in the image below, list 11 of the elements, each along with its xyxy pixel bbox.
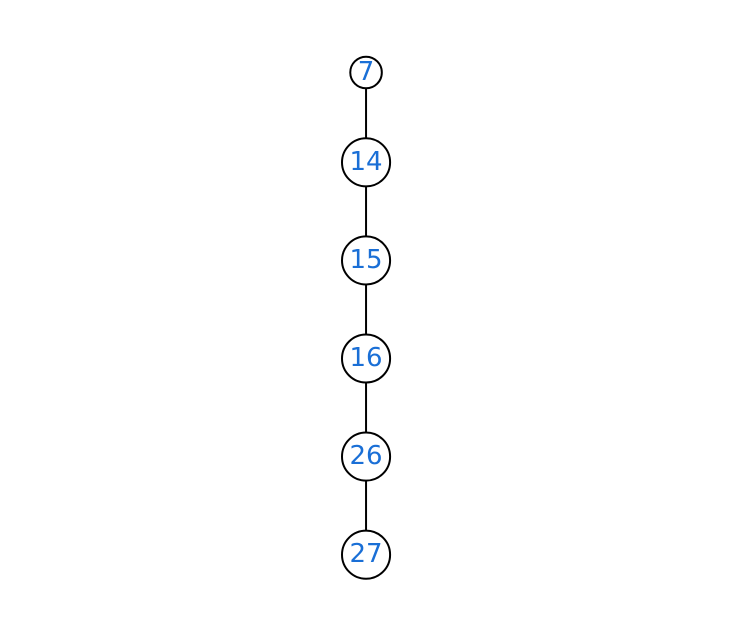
node-circle: 15: [340, 236, 392, 286]
node-circle: 27: [340, 530, 392, 580]
connector: [365, 382, 367, 433]
connector: [365, 284, 367, 335]
node-circle: 26: [340, 432, 392, 482]
connector: [365, 480, 367, 531]
node-circle: 14: [340, 137, 392, 188]
connector: [365, 88, 367, 138]
node-circle: 16: [340, 334, 392, 384]
connector: [365, 186, 367, 236]
node-circle: 7: [349, 56, 383, 90]
